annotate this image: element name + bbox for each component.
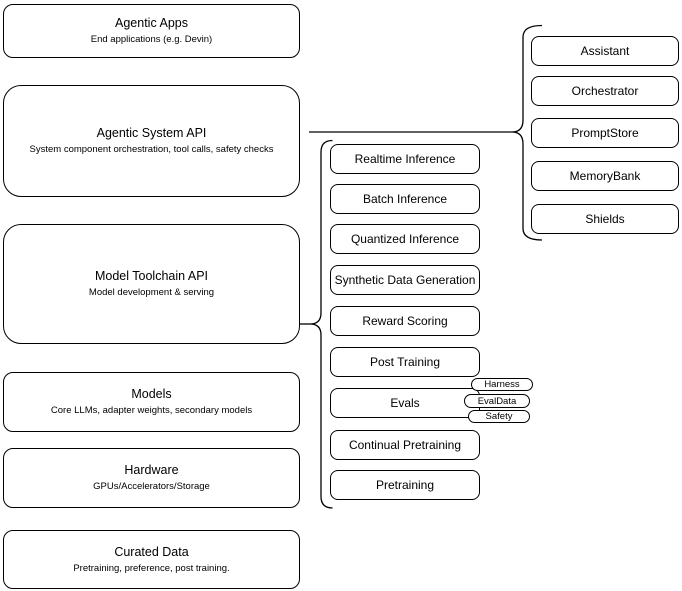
node-subtitle: System component orchestration, tool cal… bbox=[29, 144, 274, 156]
node-shields: Shields bbox=[531, 204, 679, 234]
node-models: Models Core LLMs, adapter weights, secon… bbox=[3, 372, 300, 432]
node-title: Model Toolchain API bbox=[94, 269, 209, 284]
node-assistant: Assistant bbox=[531, 36, 679, 66]
node-continual-pretraining: Continual Pretraining bbox=[330, 430, 480, 460]
node-subtitle: Model development & serving bbox=[88, 287, 215, 299]
node-agentic-apps: Agentic Apps End applications (e.g. Devi… bbox=[3, 4, 300, 58]
node-memorybank: MemoryBank bbox=[531, 161, 679, 191]
node-orchestrator: Orchestrator bbox=[531, 76, 679, 106]
node-quantized-inference: Quantized Inference bbox=[330, 224, 480, 254]
node-pretraining: Pretraining bbox=[330, 470, 480, 500]
node-promptstore: PromptStore bbox=[531, 118, 679, 148]
node-post-training: Post Training bbox=[330, 347, 480, 377]
node-realtime-inference: Realtime Inference bbox=[330, 144, 480, 174]
node-subtitle: GPUs/Accelerators/Storage bbox=[93, 481, 210, 493]
node-subtitle: Pretraining, preference, post training. bbox=[73, 562, 230, 574]
tag-harness: Harness bbox=[471, 378, 533, 391]
node-title: Agentic Apps bbox=[115, 16, 188, 31]
node-subtitle: End applications (e.g. Devin) bbox=[90, 34, 213, 46]
node-subtitle: Core LLMs, adapter weights, secondary mo… bbox=[50, 405, 253, 417]
node-evals: Evals bbox=[330, 388, 480, 418]
node-curated-data: Curated Data Pretraining, preference, po… bbox=[3, 530, 300, 589]
tag-evaldata: EvalData bbox=[464, 394, 530, 408]
tag-safety: Safety bbox=[468, 410, 530, 423]
node-reward-scoring: Reward Scoring bbox=[330, 306, 480, 336]
node-hardware: Hardware GPUs/Accelerators/Storage bbox=[3, 448, 300, 508]
node-model-toolchain-api: Model Toolchain API Model development & … bbox=[3, 224, 300, 344]
node-title: Agentic System API bbox=[96, 126, 207, 141]
node-agentic-system-api: Agentic System API System component orch… bbox=[3, 85, 300, 197]
node-batch-inference: Batch Inference bbox=[330, 184, 480, 214]
node-synthetic-data-generation: Synthetic Data Generation bbox=[330, 265, 480, 295]
node-title: Models bbox=[131, 387, 172, 402]
node-title: Hardware bbox=[124, 463, 179, 478]
node-title: Curated Data bbox=[114, 544, 189, 559]
